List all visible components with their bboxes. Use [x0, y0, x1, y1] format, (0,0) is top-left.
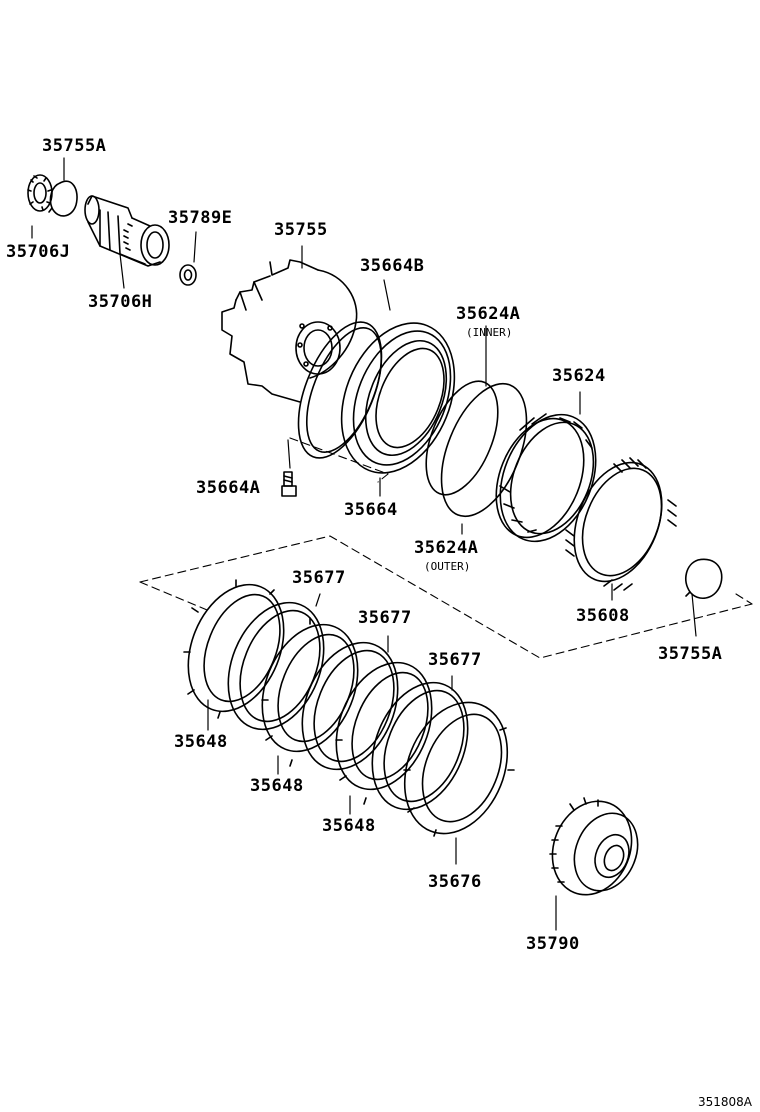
- label-35664: 35664: [344, 500, 398, 520]
- label-35676: 35676: [428, 872, 482, 892]
- label-35677-b: 35677: [358, 608, 412, 628]
- flange-35676: [403, 701, 515, 837]
- shaft-35706H: [84, 195, 170, 267]
- o-ring-35624A-inner: [425, 380, 499, 496]
- snap-ring-35755A-top: [48, 180, 78, 217]
- clutch-disc-35677-2: [301, 641, 399, 771]
- clutch-disc-35677-3: [371, 681, 469, 811]
- sublabel-inner: (INNER): [466, 326, 513, 339]
- bolt-35664A: [281, 471, 297, 497]
- snap-ring-35755A-bottom: [685, 558, 723, 599]
- label-35706J: 35706J: [6, 242, 71, 262]
- piston-35664: [340, 322, 456, 474]
- label-35677-a: 35677: [292, 568, 346, 588]
- dashed-assembly-lines: [139, 437, 753, 659]
- washer-35789E: [179, 264, 197, 286]
- label-35624: 35624: [552, 366, 606, 386]
- label-35755A-bottom: 35755A: [658, 644, 723, 664]
- plate-35608: [565, 457, 677, 591]
- label-35664B: 35664B: [360, 256, 425, 276]
- thrust-bearing-35706J: [27, 174, 53, 212]
- clutch-plate-35648-3: [335, 661, 433, 805]
- label-35706H: 35706H: [88, 292, 153, 312]
- label-35648-c: 35648: [322, 816, 376, 836]
- label-35624A-inner: 35624A: [456, 304, 521, 324]
- label-35648-a: 35648: [174, 732, 228, 752]
- return-spring-35624: [495, 413, 597, 543]
- label-35624A-outer: 35624A: [414, 538, 479, 558]
- diagram-reference-number: 351808A: [698, 1095, 753, 1109]
- sublabel-outer: (OUTER): [424, 560, 471, 573]
- snap-ring-35664B: [297, 321, 383, 459]
- label-35789E: 35789E: [168, 208, 233, 228]
- label-35677-c: 35677: [428, 650, 482, 670]
- label-35664A: 35664A: [196, 478, 261, 498]
- leader-lines: [31, 157, 697, 931]
- hub-35790: [549, 797, 639, 896]
- label-35755A-top: 35755A: [42, 136, 107, 156]
- label-35755: 35755: [274, 220, 328, 240]
- label-35608: 35608: [576, 606, 630, 626]
- label-35648-b: 35648: [250, 776, 304, 796]
- clutch-drum-35755: [221, 259, 358, 403]
- label-35790: 35790: [526, 934, 580, 954]
